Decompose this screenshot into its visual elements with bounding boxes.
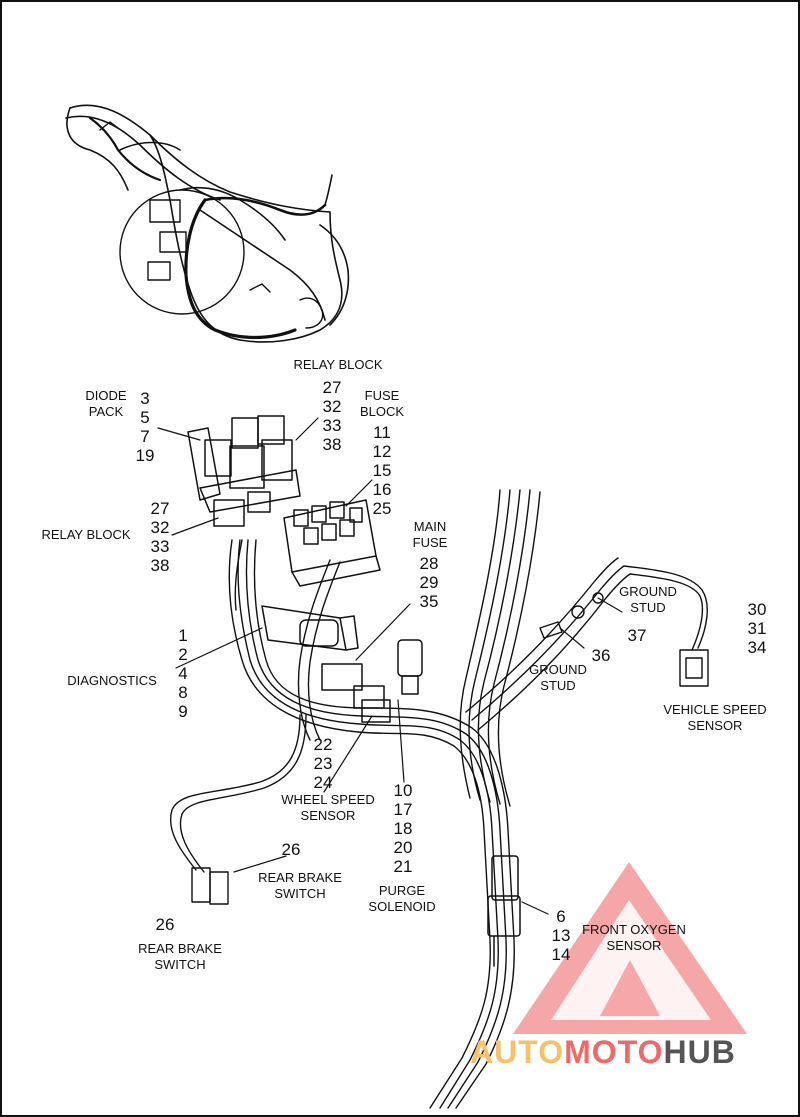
ground-stud-number-2: 36: [591, 646, 611, 665]
front-oxygen-numbers: 6 13 14: [551, 907, 571, 964]
main-fuse-numbers: 28 29 35: [419, 554, 439, 611]
diagnostics-numbers: 1 2 4 8 9: [178, 626, 188, 721]
vehicle-speed-branch: [539, 565, 709, 687]
relay-diode-assembly: [187, 415, 301, 527]
rear-brake-number-1: 26: [281, 840, 301, 859]
relay-block-left-label: RELAY BLOCK: [41, 527, 131, 542]
oxygen-sensor-connector: [487, 855, 521, 967]
diagnostics-connector: [261, 605, 359, 651]
rear-brake-branch: [170, 714, 307, 905]
main-harness: [228, 489, 631, 1109]
wheel-speed-numbers: 22 23 24: [313, 735, 333, 792]
relay-block-top-numbers: 27 32 33 38: [322, 378, 342, 454]
motorcycle-frame-overview: [65, 104, 350, 343]
rear-brake-number-2: 26: [155, 915, 175, 934]
relay-block-top-label: RELAY BLOCK: [293, 357, 383, 372]
ground-stud-number-1: 37: [627, 626, 647, 645]
relay-block-left-numbers: 27 32 33 38: [150, 499, 170, 575]
fuse-block-drawing: [283, 499, 381, 587]
watermark-text: AUTOMOTOHUB: [470, 1034, 736, 1070]
diagnostics-label: DIAGNOSTICS: [67, 673, 157, 688]
diode-pack-numbers: 3 5 7 19: [135, 389, 155, 465]
watermark-logo: [513, 862, 747, 1034]
purge-solenoid-numbers: 10 17 18 20 21: [393, 781, 413, 876]
fuse-block-numbers: 11 12 15 16 25: [372, 423, 392, 518]
vehicle-speed-numbers: 30 31 34: [747, 600, 767, 657]
